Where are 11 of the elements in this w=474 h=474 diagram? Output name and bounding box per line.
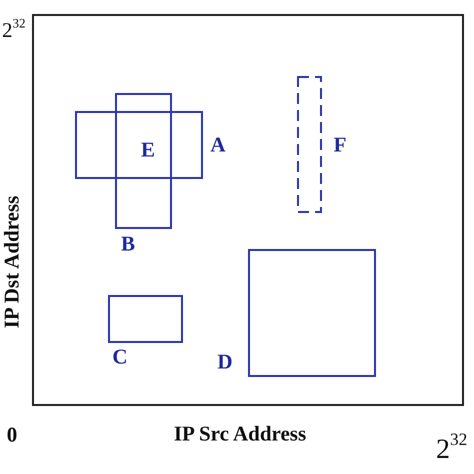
- axis-tick-label: 2$^{32}$: [2, 20, 26, 41]
- axis-tick-label: 0: [6, 424, 18, 446]
- axis-title: IP Dst Address: [2, 196, 22, 328]
- region-label: A: [210, 134, 226, 156]
- region-label: C: [112, 346, 128, 368]
- region-label: B: [121, 234, 135, 254]
- region-label: F: [334, 134, 346, 156]
- axis-tick-label: 2$^{32}$: [436, 436, 468, 464]
- region-label: E: [141, 140, 155, 160]
- region-label: D: [217, 352, 233, 372]
- axis-title: IP Src Address: [174, 424, 306, 444]
